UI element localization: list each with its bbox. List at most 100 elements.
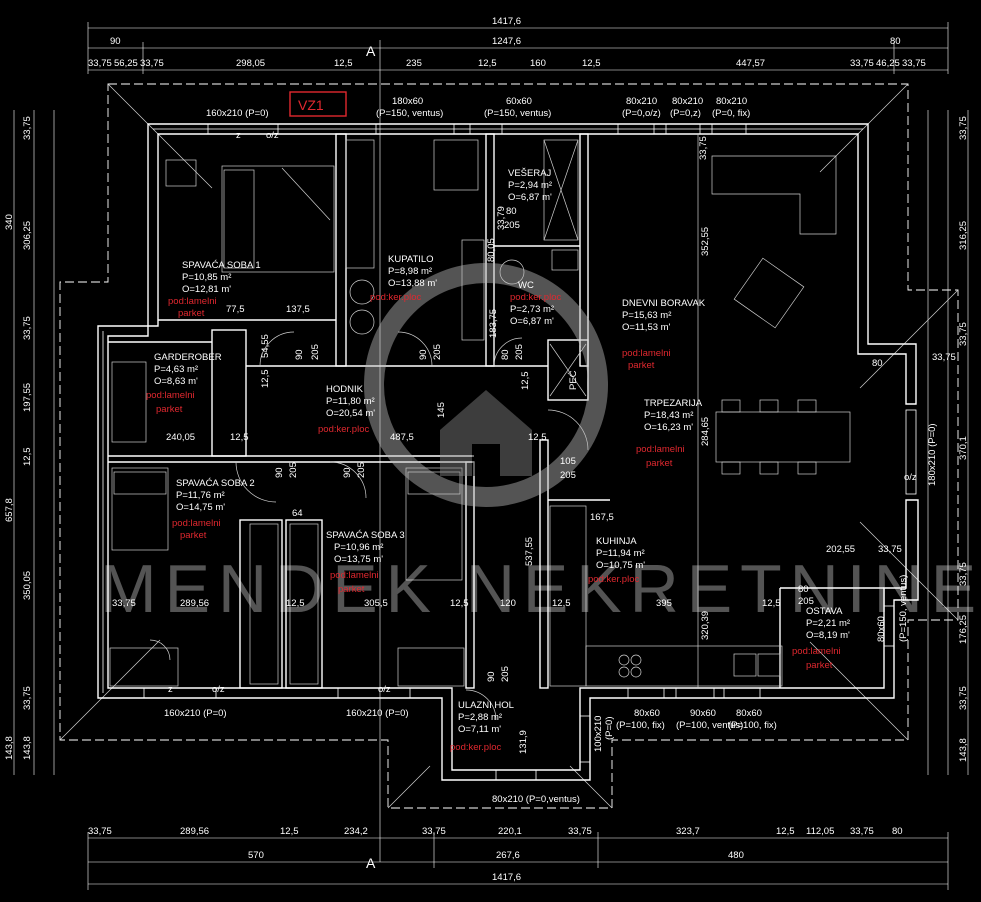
dim-bottom-part: 267,6 <box>496 850 520 861</box>
svg-text:12,5: 12,5 <box>450 598 469 609</box>
svg-text:305,5: 305,5 <box>364 598 388 609</box>
svg-text:z: z <box>236 130 241 141</box>
room-spavaca-soba-3: SPAVAĆA SOBA 3 P=10,96 m² O=13,75 m' pod… <box>326 530 405 595</box>
svg-text:O=12,81 m': O=12,81 m' <box>182 284 231 295</box>
dim-left: 143,8 <box>4 736 15 760</box>
window-label: (P=150, ventus) <box>376 108 443 119</box>
svg-text:parket: parket <box>338 584 365 595</box>
svg-text:pod:ker.ploc: pod:ker.ploc <box>370 292 421 303</box>
svg-text:80: 80 <box>798 584 809 595</box>
svg-text:12,5: 12,5 <box>520 372 531 391</box>
svg-text:O=20,54 m': O=20,54 m' <box>326 408 375 419</box>
svg-text:parket: parket <box>156 404 183 415</box>
dim-left: 197,55 <box>22 383 33 412</box>
svg-text:pod:lamelni: pod:lamelni <box>172 518 221 529</box>
svg-text:P=8,98 m²: P=8,98 m² <box>388 266 432 277</box>
svg-text:pod:ker.ploc: pod:ker.ploc <box>450 742 501 753</box>
svg-text:240,05: 240,05 <box>166 432 195 443</box>
svg-text:205: 205 <box>798 596 814 607</box>
svg-text:205: 205 <box>288 462 299 478</box>
dim-top-seg: 12,5 <box>582 58 601 69</box>
svg-text:33,75: 33,75 <box>698 136 709 160</box>
dim-right: 176,25 <box>958 615 969 644</box>
dim-top-seg: 12,5 <box>334 58 353 69</box>
svg-text:105: 105 <box>560 456 576 467</box>
dim-right: 33,75 <box>958 322 969 346</box>
dim-top-seg: 298,05 <box>236 58 265 69</box>
window-label: 80x210 <box>626 96 657 107</box>
svg-text:z: z <box>168 684 173 695</box>
svg-text:12,5: 12,5 <box>528 432 547 443</box>
plan-id: VZ1 <box>298 97 324 113</box>
bottom-dimension-lines <box>87 832 949 890</box>
window-label: 80x210 (P=0,ventus) <box>492 794 580 805</box>
dim-right: 33,75 <box>958 562 969 586</box>
svg-text:O=6,87 m': O=6,87 m' <box>510 316 554 327</box>
window-label: 90x60 <box>690 708 716 719</box>
svg-text:pod:lamelni: pod:lamelni <box>168 296 217 307</box>
svg-text:80,05: 80,05 <box>486 238 497 262</box>
svg-text:P=11,94 m²: P=11,94 m² <box>596 548 645 559</box>
svg-text:320,39: 320,39 <box>700 611 711 640</box>
svg-text:202,55: 202,55 <box>826 544 855 555</box>
svg-text:parket: parket <box>646 458 673 469</box>
svg-text:P=18,43 m²: P=18,43 m² <box>644 410 693 421</box>
svg-text:DNEVNI BORAVAK: DNEVNI BORAVAK <box>622 298 706 309</box>
room-dnevni-boravak: DNEVNI BORAVAK P=15,63 m² O=11,53 m' pod… <box>622 298 706 371</box>
dim-bottom-overall: 1417,6 <box>492 872 521 883</box>
dim-top-seg: 33,75 <box>140 58 164 69</box>
room-kupatilo: KUPATILO P=8,98 m² O=13,88 m' pod:ker.pl… <box>370 254 437 303</box>
dim-top-seg: 12,5 <box>478 58 497 69</box>
svg-text:pod:lamelni: pod:lamelni <box>330 570 379 581</box>
svg-text:O=13,75 m': O=13,75 m' <box>334 554 383 565</box>
svg-text:P=2,21 m²: P=2,21 m² <box>806 618 850 629</box>
svg-text:TRPEZARIJA: TRPEZARIJA <box>644 398 703 409</box>
svg-text:90: 90 <box>418 349 429 360</box>
svg-text:P=11,76 m²: P=11,76 m² <box>176 490 225 501</box>
top-dimension-lines <box>87 22 949 74</box>
svg-text:P=10,85 m²: P=10,85 m² <box>182 272 231 283</box>
svg-text:205: 205 <box>504 220 520 231</box>
svg-text:GARDEROBER: GARDEROBER <box>154 352 222 363</box>
dim-left: 143,8 <box>22 736 33 760</box>
dim-bottom-seg: 33,75 <box>568 826 592 837</box>
svg-text:205: 205 <box>310 344 321 360</box>
svg-text:pod:ker.ploc: pod:ker.ploc <box>588 574 639 585</box>
svg-text:131,9: 131,9 <box>518 730 529 754</box>
svg-text:487,5: 487,5 <box>390 432 414 443</box>
svg-text:80: 80 <box>872 358 883 369</box>
dim-top-seg: 160 <box>530 58 546 69</box>
svg-text:90: 90 <box>486 671 497 682</box>
dim-left: 340 <box>4 214 15 230</box>
stove-label: PEĆ <box>568 370 579 390</box>
svg-text:O=6,87 m': O=6,87 m' <box>508 192 552 203</box>
svg-text:SPAVAĆA SOBA 3: SPAVAĆA SOBA 3 <box>326 530 405 541</box>
svg-text:205: 205 <box>514 344 525 360</box>
dim-left: 33,75 <box>22 316 33 340</box>
svg-text:183,75: 183,75 <box>488 309 499 338</box>
svg-text:145: 145 <box>436 402 447 418</box>
svg-text:O=8,19 m': O=8,19 m' <box>806 630 850 641</box>
svg-text:P=2,88 m²: P=2,88 m² <box>458 712 502 723</box>
window-label: (P=150, ventus) <box>484 108 551 119</box>
svg-text:205: 205 <box>500 666 511 682</box>
room-wc: WC P=2,73 m² O=6,87 m' pod:ker.ploc <box>510 280 561 327</box>
dim-right: 316,25 <box>958 221 969 250</box>
svg-text:80: 80 <box>500 349 511 360</box>
exterior-walls <box>97 123 919 781</box>
window-label: 180x60 <box>392 96 423 107</box>
dim-top-seg: 33,75 <box>902 58 926 69</box>
svg-text:167,5: 167,5 <box>590 512 614 523</box>
svg-text:12,5: 12,5 <box>286 598 305 609</box>
dim-top-inner: 1247,6 <box>492 36 521 47</box>
dim-bottom-seg: 33,75 <box>850 826 874 837</box>
roof-ridges <box>59 83 959 809</box>
dim-bottom-seg: 234,2 <box>344 826 368 837</box>
section-mark-bottom: A <box>366 855 376 871</box>
dim-bottom-part: 480 <box>728 850 744 861</box>
svg-text:SPAVAĆA SOBA 1: SPAVAĆA SOBA 1 <box>182 260 261 271</box>
dim-top-left-margin: 90 <box>110 36 121 47</box>
inner-dimensions: 77,5 137,5 240,05 12,5 487,5 12,5 33,75 … <box>112 136 956 754</box>
